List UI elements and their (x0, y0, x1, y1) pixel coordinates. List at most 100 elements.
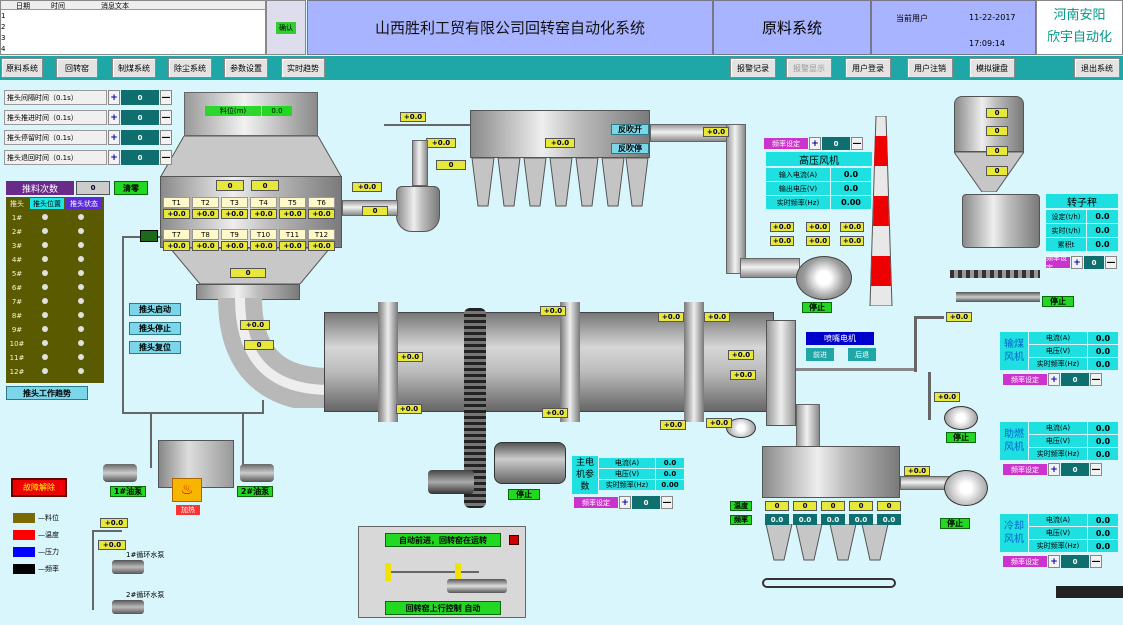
fan-row-label: 实时频率(Hz) (1029, 540, 1087, 552)
param-plus-button[interactable]: + (108, 110, 120, 125)
param-plus-button[interactable]: + (108, 90, 120, 105)
hp-freq-minus[interactable]: — (851, 137, 863, 150)
mm-freq-value: 0 (632, 496, 660, 509)
auto-status: 自动前进，回转窑在运转 (385, 533, 501, 547)
rotor-scale-body (962, 194, 1040, 248)
nav-kiln[interactable]: 回转窑 (56, 58, 98, 78)
kiln-reading: +0.0 (658, 312, 684, 322)
head-row-label: 8# (6, 309, 28, 322)
pump2-label[interactable]: 2#油泵 (237, 486, 273, 497)
rotor-freq-value: 0 (1084, 256, 1104, 269)
head-row-label: 11# (6, 351, 28, 364)
nav-alarm-log[interactable]: 报警记录 (730, 58, 776, 78)
fan-freq-plus[interactable]: + (1048, 463, 1060, 476)
kiln-ring-2 (560, 302, 580, 422)
head-status-dot (78, 284, 84, 290)
param-minus-button[interactable]: — (160, 130, 172, 145)
head-position-dot (42, 242, 48, 248)
mm-freq-plus[interactable]: + (619, 496, 631, 509)
clear-button[interactable]: 清零 (114, 181, 148, 195)
fan-row-value: 0.0 (1088, 422, 1118, 434)
nav-trend[interactable]: 实时趋势 (281, 58, 325, 78)
rotor-row-value: 0.0 (1087, 210, 1118, 223)
fault-reset-button[interactable]: 故障解除 (11, 478, 67, 497)
nav-login[interactable]: 用户登录 (845, 58, 891, 78)
rotor-freq-minus[interactable]: — (1105, 256, 1117, 269)
cooler-freq: 0.0 (877, 514, 901, 525)
head-position-dot (42, 228, 48, 234)
nav-dust[interactable]: 除尘系统 (168, 58, 212, 78)
fan-freq-minus[interactable]: — (1090, 463, 1102, 476)
temp-label: T8 (192, 229, 219, 240)
water-pump2-label: 2#循环水泵 (126, 591, 165, 599)
param-minus-button[interactable]: — (160, 150, 172, 165)
nav-coal[interactable]: 制煤系统 (112, 58, 156, 78)
head-position-dot (42, 312, 48, 318)
cooler-temp: 0 (765, 501, 789, 511)
water-pump2-icon (112, 600, 144, 614)
push-start-button[interactable]: 推头启动 (129, 303, 181, 316)
auto-control-panel: 自动前进，回转窑在运转 回转窑上行控制 自动 (358, 526, 526, 618)
rotor-freq-plus[interactable]: + (1071, 256, 1083, 269)
hydraulic-line (150, 412, 152, 468)
fan-row-value: 0.0 (1088, 514, 1118, 526)
feeder-screw (956, 292, 1040, 302)
temp-label: T5 (279, 197, 306, 208)
mm-freq-minus[interactable]: — (661, 496, 673, 509)
track-line (389, 571, 479, 573)
nav-keyboard[interactable]: 模拟键盘 (969, 58, 1015, 78)
param-minus-button[interactable]: — (160, 110, 172, 125)
nav-alarm-show[interactable]: 报警显示 (786, 58, 832, 78)
bin-reading: 0 (986, 146, 1008, 156)
fan-freq-plus[interactable]: + (1048, 555, 1060, 568)
heater-icon: ♨ (172, 478, 202, 502)
fan-row-label: 电流(A) (1029, 332, 1087, 344)
cooler-reading: +0.0 (904, 466, 930, 476)
param-plus-button[interactable]: + (108, 130, 120, 145)
cool-fan-stop[interactable]: 停止 (940, 518, 970, 529)
hp-fan-icon (796, 256, 852, 300)
param-minus-button[interactable]: — (160, 90, 172, 105)
fan-freq-minus[interactable]: — (1090, 555, 1102, 568)
water-reading: +0.0 (100, 518, 128, 528)
hp-freq-plus[interactable]: + (809, 137, 821, 150)
rotor-stop[interactable]: 停止 (1042, 296, 1074, 307)
push-reset-button[interactable]: 推头复位 (129, 341, 181, 354)
water-reading-2: +0.0 (98, 540, 126, 550)
nav-params[interactable]: 参数设置 (224, 58, 268, 78)
ack-button[interactable]: 确认 (266, 0, 306, 55)
nozzle-back[interactable]: 后退 (848, 348, 876, 361)
push-stop-button[interactable]: 推头停止 (129, 322, 181, 335)
coal-fan-stop[interactable]: 停止 (946, 432, 976, 443)
trend-button[interactable]: 推头工作趋势 (6, 386, 88, 400)
param-label: 推头间隔时间（0.1s） (4, 90, 107, 105)
nav-exit[interactable]: 退出系统 (1074, 58, 1120, 78)
head-status-dot (78, 340, 84, 346)
date-label: 11-22-2017 (969, 13, 1016, 22)
temp-value: +0.0 (192, 241, 219, 251)
temp-value: +0.0 (192, 209, 219, 219)
nozzle-forward[interactable]: 前进 (806, 348, 834, 361)
fan-freq-minus[interactable]: — (1090, 373, 1102, 386)
hp-fan-stop[interactable]: 停止 (802, 302, 832, 313)
main-motor-stop[interactable]: 停止 (508, 489, 540, 500)
mm-row-label: 电压(V) (599, 469, 655, 479)
nav-raw-material[interactable]: 原料系统 (1, 58, 43, 78)
cooler-temp: 0 (821, 501, 845, 511)
fan-freq-value: 0 (1061, 555, 1089, 568)
alarm-message-table: 日期 时间 消息文本 1 2 3 4 (0, 0, 266, 55)
mm-row-label: 实时频率(Hz) (599, 480, 655, 490)
pump1-label[interactable]: 1#油泵 (110, 486, 146, 497)
param-plus-button[interactable]: + (108, 150, 120, 165)
fan-freq-plus[interactable]: + (1048, 373, 1060, 386)
valve-icon (140, 230, 158, 242)
cooler-freq-label: 频率 (730, 515, 752, 525)
blow-off-button[interactable]: 反吹停 (611, 143, 649, 154)
head-row-label: 2# (6, 225, 28, 238)
fan-row-value: 0.0 (1088, 358, 1118, 370)
hp-reading: +0.0 (770, 236, 794, 246)
blow-on-button[interactable]: 反吹开 (611, 124, 649, 135)
head-position-dot (42, 368, 48, 374)
mm-row-value: 0.0 (656, 458, 684, 468)
nav-logout[interactable]: 用户注销 (907, 58, 953, 78)
